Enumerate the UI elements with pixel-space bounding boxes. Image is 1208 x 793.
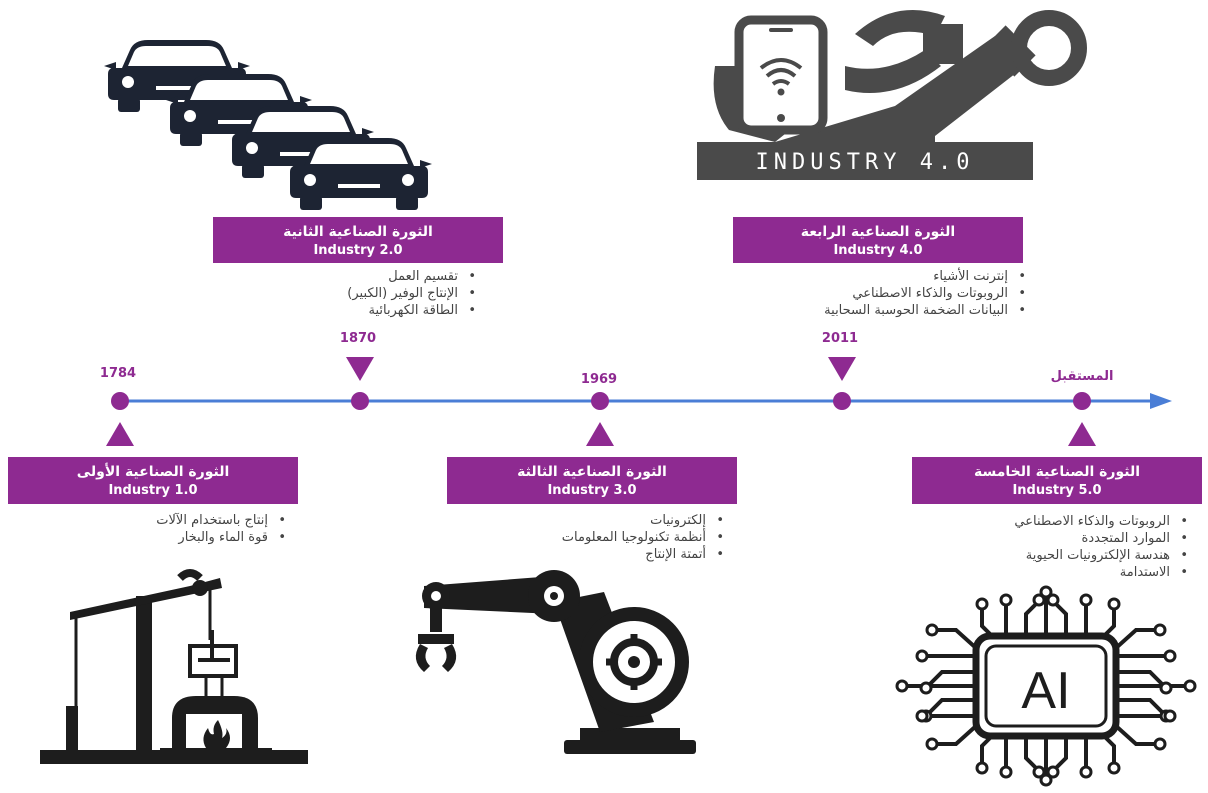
box-industry-4: الثورة الصناعية الرابعة Industry 4.0	[733, 217, 1023, 263]
timeline-dot-1870	[351, 392, 369, 410]
industry-4-title-en: Industry 4.0	[833, 243, 923, 258]
list-item: تقسيم العمل	[347, 268, 480, 285]
marker-2011	[828, 357, 856, 381]
list-item: إنترنت الأشياء	[824, 268, 1030, 285]
list-item: الطاقة الكهربائية	[347, 302, 480, 319]
ai-chip-icon: AI	[895, 585, 1197, 787]
cars-icon	[104, 40, 432, 210]
industry-5-title-en: Industry 5.0	[1012, 483, 1102, 498]
timeline-dot-future	[1073, 392, 1091, 410]
industry-5-bullets: الروبوتات والذكاء الاصطناعي الموارد المت…	[1014, 513, 1192, 581]
box-industry-1: الثورة الصناعية الأولى Industry 1.0	[8, 457, 298, 504]
industry-1-bullets: إنتاج باستخدام الآلات قوة الماء والبخار	[156, 512, 290, 546]
industry-2-title-en: Industry 2.0	[313, 243, 403, 258]
industry-1-title-ar: الثورة الصناعية الأولى	[76, 464, 230, 480]
marker-1870	[346, 357, 374, 381]
timeline-dot-1784	[111, 392, 129, 410]
year-1870: 1870	[339, 331, 377, 346]
timeline-dot-1969	[591, 392, 609, 410]
list-item: إلكترونيات	[562, 512, 728, 529]
robot-arm-icon	[415, 570, 696, 754]
box-industry-5: الثورة الصناعية الخامسة Industry 5.0	[912, 457, 1202, 504]
industry-3-bullets: إلكترونيات أنظمة تكنولوجيا المعلومات أتم…	[562, 512, 728, 563]
list-item: الروبوتات والذكاء الاصطناعي	[1014, 513, 1192, 530]
list-item: الإنتاج الوفير (الكبير)	[347, 285, 480, 302]
industry-2-bullets: تقسيم العمل الإنتاج الوفير (الكبير) الطا…	[347, 268, 480, 319]
steam-engine-icon	[40, 569, 308, 764]
year-2011: 2011	[821, 331, 859, 346]
marker-1784	[106, 422, 134, 446]
list-item: الروبوتات والذكاء الاصطناعي	[824, 285, 1030, 302]
list-item: أتمتة الإنتاج	[562, 546, 728, 563]
industry-3-title-ar: الثورة الصناعية الثالثة	[517, 464, 667, 480]
robot-phone-icon: INDUSTRY 4.0	[697, 10, 1087, 180]
list-item: الموارد المتجددة	[1014, 530, 1192, 547]
year-future: المستقبل	[1050, 369, 1114, 384]
industry-4-bullets: إنترنت الأشياء الروبوتات والذكاء الاصطنا…	[824, 268, 1030, 319]
list-item: أنظمة تكنولوجيا المعلومات	[562, 529, 728, 546]
box-industry-3: الثورة الصناعية الثالثة Industry 3.0	[447, 457, 737, 504]
list-item: الاستدامة	[1014, 564, 1192, 581]
box-industry-2: الثورة الصناعية الثانية Industry 2.0	[213, 217, 503, 263]
list-item: إنتاج باستخدام الآلات	[156, 512, 290, 529]
marker-1969	[586, 422, 614, 446]
industry-2-title-ar: الثورة الصناعية الثانية	[283, 224, 433, 240]
industry-4-label: INDUSTRY 4.0	[756, 150, 975, 175]
list-item: البيانات الضخمة الحوسبة السحابية	[824, 302, 1030, 319]
marker-future	[1068, 422, 1096, 446]
year-1969: 1969	[580, 372, 618, 387]
industry-5-title-ar: الثورة الصناعية الخامسة	[973, 464, 1141, 480]
timeline-dot-2011	[833, 392, 851, 410]
industry-3-title-en: Industry 3.0	[547, 483, 637, 498]
industry-4-title-ar: الثورة الصناعية الرابعة	[800, 224, 956, 240]
list-item: قوة الماء والبخار	[156, 529, 290, 546]
list-item: هندسة الإلكترونيات الحيوية	[1014, 547, 1192, 564]
year-1784: 1784	[99, 366, 137, 381]
industry-1-title-en: Industry 1.0	[108, 483, 198, 498]
ai-label: AI	[1021, 662, 1070, 720]
